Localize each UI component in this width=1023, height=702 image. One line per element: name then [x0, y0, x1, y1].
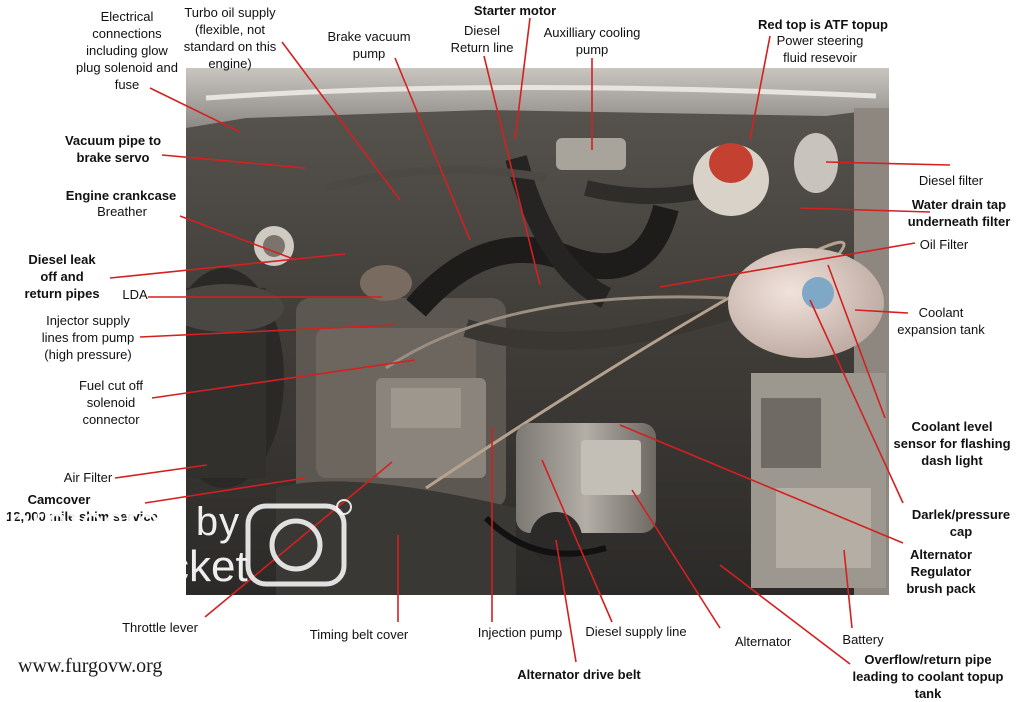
label-alt-regulator: Alternator Regulator brush pack: [906, 547, 976, 596]
label-brake-vacuum-pump: Brake vacuum pump: [327, 29, 411, 61]
label-breather: Breather: [97, 204, 147, 219]
label-camcover: Camcover: [27, 492, 91, 507]
label-diesel-filter: Diesel filter: [918, 173, 984, 188]
label-power-steering: Power steering fluid resevoir: [776, 33, 864, 65]
label-starter-motor: Starter motor: [473, 3, 557, 18]
label-vacuum-pipe: Vacuum pipe to brake servo: [64, 133, 162, 165]
label-air-filter: Air Filter: [63, 470, 113, 485]
label-alternator: Alternator: [734, 634, 792, 649]
label-alt-drive-belt: Alternator drive belt: [517, 667, 641, 682]
label-electrical: Electrical connections including glow pl…: [76, 9, 178, 92]
label-throttle: Throttle lever: [122, 620, 198, 635]
label-timing-belt: Timing belt cover: [309, 627, 409, 642]
site-url: www.furgovw.org: [18, 655, 163, 677]
label-shim-service: 12,000 mile shim service: [6, 509, 158, 524]
label-fuel-cutoff: Fuel cut off solenoid connector: [78, 378, 144, 427]
watermark-camera-icon: [245, 499, 352, 587]
label-red-top: Red top is ATF topup: [758, 17, 888, 32]
label-injection-pump: Injection pump: [477, 625, 563, 640]
label-darlek: Darlek/pressure cap: [911, 507, 1011, 539]
label-coolant-level: Coolant level sensor for flashing dash l…: [893, 419, 1011, 468]
label-oil-filter: Oil Filter: [919, 237, 969, 252]
label-diesel-leak: Diesel leak off and return pipes: [24, 252, 100, 301]
label-injector-supply: Injector supply lines from pump (high pr…: [41, 313, 135, 362]
label-lda: LDA: [122, 287, 148, 302]
label-overflow: Overflow/return pipe leading to coolant …: [852, 652, 1004, 701]
label-turbo-oil: Turbo oil supply (flexible, not standard…: [183, 5, 277, 71]
label-battery: Battery: [842, 632, 884, 647]
label-coolant-tank: Coolant expansion tank: [897, 305, 985, 337]
watermark-line2: photobucket: [8, 542, 248, 591]
label-crankcase: Engine crankcase: [65, 188, 177, 203]
label-water-drain: Water drain tap underneath filter: [907, 197, 1011, 229]
watermark-line1: protected by: [8, 500, 241, 544]
label-diesel-supply: Diesel supply line: [585, 624, 687, 639]
label-aux-cooling: Auxilliary cooling pump: [543, 25, 641, 57]
label-diesel-return: Diesel Return line: [450, 23, 514, 55]
